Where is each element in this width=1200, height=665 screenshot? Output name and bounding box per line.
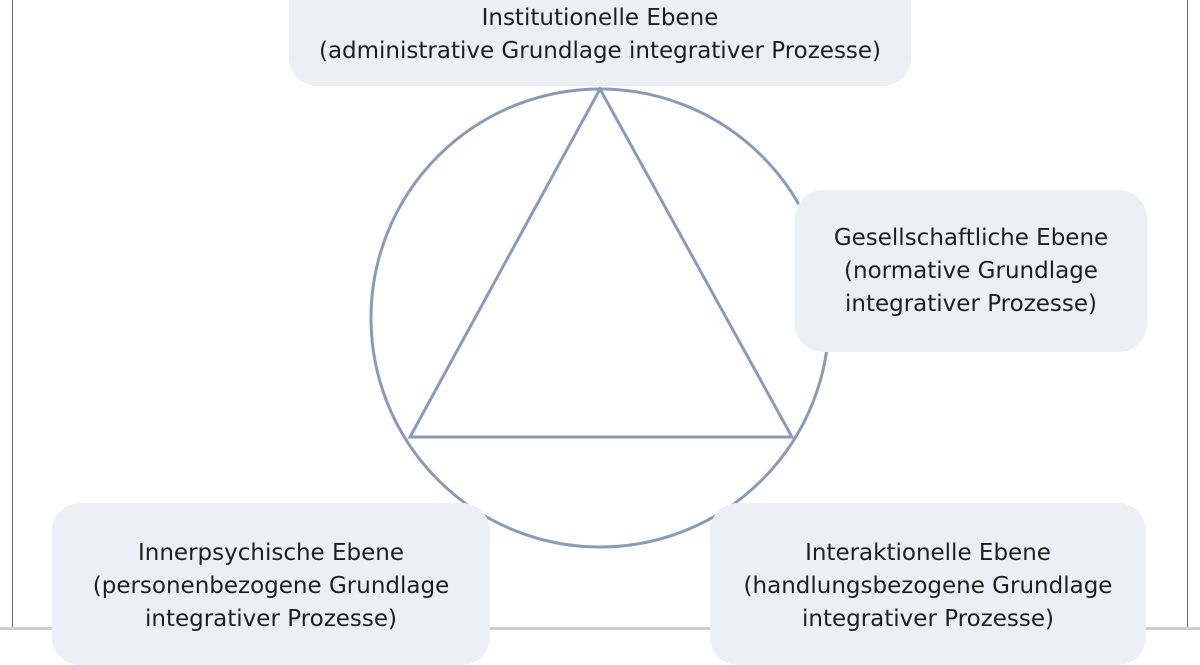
interactional-level-description-line1: (handlungsbezogene Grundlage <box>743 573 1113 599</box>
figure-frame <box>12 0 1188 630</box>
outer-circle <box>369 87 831 549</box>
institutional-level-description: (administrative Grundlage integrativer P… <box>318 38 882 64</box>
interactional-level-box: Interaktionelle Ebene (handlungsbezogene… <box>710 503 1146 665</box>
societal-level-description-line2: integrativer Prozesse) <box>844 290 1098 317</box>
institutional-level-box: Institutionelle Ebene (administrative Gr… <box>289 0 911 86</box>
intrapsychic-level-title: Innerpsychische Ebene <box>137 540 405 566</box>
interactional-level-description-line2: integrativer Prozesse) <box>801 606 1055 632</box>
institutional-level-title: Institutionelle Ebene <box>481 5 719 31</box>
intrapsychic-level-description-line1: (personenbezogene Grundlage <box>92 573 450 599</box>
intrapsychic-level-description-line2: integrativer Prozesse) <box>144 606 398 632</box>
interactional-level-title: Interaktionelle Ebene <box>805 540 1051 566</box>
societal-level-box: Gesellschaftliche Ebene (normative Grund… <box>795 190 1147 352</box>
intrapsychic-level-box: Innerpsychische Ebene (personenbezogene … <box>52 503 490 665</box>
inner-triangle <box>407 85 795 439</box>
societal-level-description-line1: (normative Grundlage <box>844 257 1098 284</box>
societal-level-title: Gesellschaftliche Ebene <box>833 224 1109 251</box>
page-bottom-rule <box>0 627 1200 630</box>
